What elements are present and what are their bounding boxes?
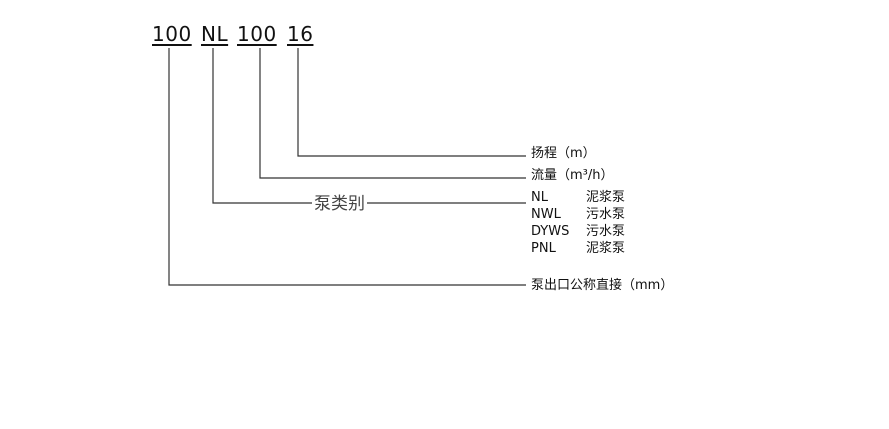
label-head: 扬程（m） [531, 146, 596, 161]
leader-outlet [168, 48, 526, 286]
leader-flow [259, 48, 526, 179]
pump-type-name: 泥浆泵 [586, 190, 626, 205]
pump-type-code: NWL [531, 207, 561, 222]
pump-type-name: 污水泵 [586, 224, 626, 239]
pump-type-code: DYWS [531, 224, 570, 239]
code-outlet-diameter: 100 [152, 22, 192, 46]
leader-head [297, 48, 526, 157]
label-flow: 流量（m³/h） [531, 168, 614, 183]
code-pump-type: NL [201, 22, 229, 46]
leader-category [212, 48, 526, 204]
pump-type-code: NL [531, 190, 548, 205]
code-flow: 100 [237, 22, 277, 46]
pump-type-name: 污水泵 [586, 207, 626, 222]
label-outlet-diameter: 泵出口公称直接（mm） [531, 278, 674, 293]
pump-type-name: 泥浆泵 [586, 241, 626, 256]
code-head: 16 [287, 22, 314, 46]
category-label: 泵类别 [312, 194, 367, 214]
pump-type-code: PNL [531, 241, 556, 256]
